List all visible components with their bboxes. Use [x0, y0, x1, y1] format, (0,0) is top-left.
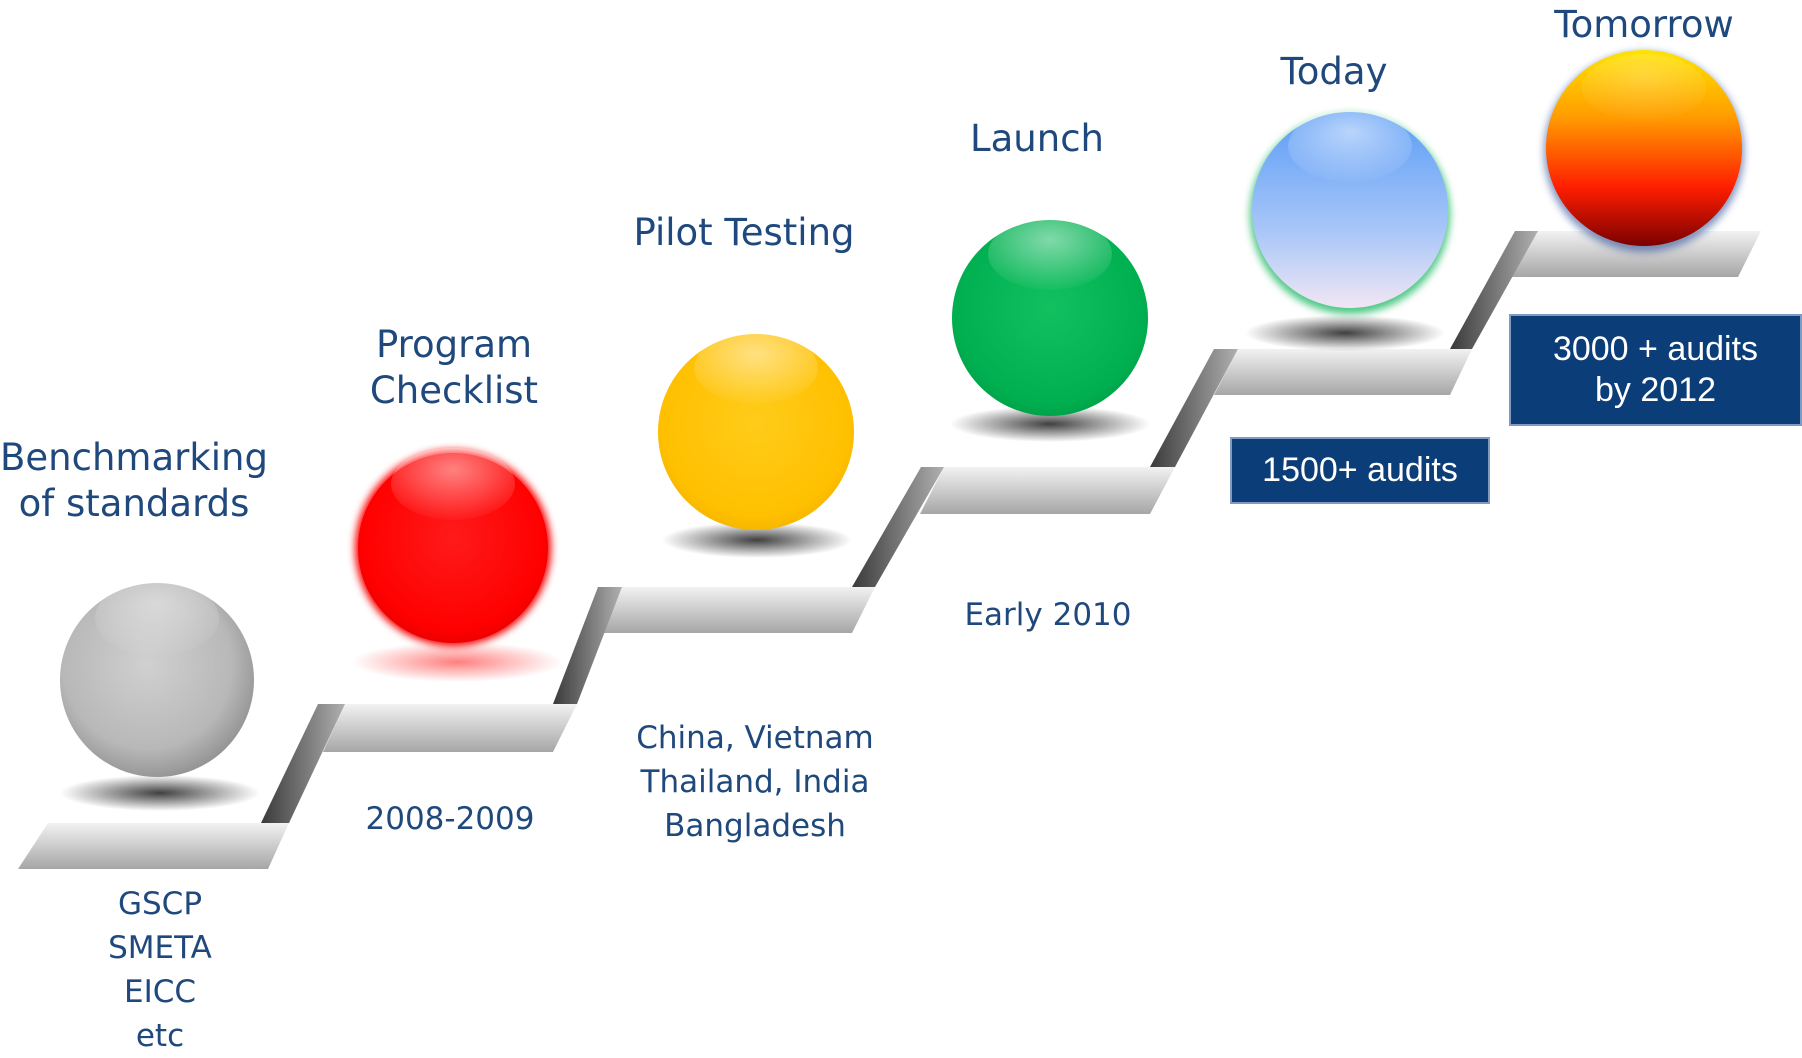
- ball-today: [1250, 110, 1450, 314]
- stage-note-launch: Early 2010: [964, 597, 1132, 633]
- stage-title-launch: Launch: [970, 117, 1104, 160]
- stage-title-today: Today: [1280, 50, 1388, 93]
- ball-pilot-testing: [658, 332, 854, 530]
- ball-benchmarking: [60, 580, 254, 777]
- stair-risers: [261, 231, 1538, 823]
- stage-note-tomorrow: 3000 + audits by 2012: [1509, 314, 1802, 426]
- stair-treads: [18, 231, 1761, 869]
- stage-note-today: 1500+ audits: [1230, 437, 1490, 504]
- stage-note-program-checklist: 2008-2009: [365, 801, 535, 837]
- ball-launch: [952, 218, 1148, 416]
- ball-shadows: [60, 315, 1445, 811]
- ball-tomorrow: [1544, 50, 1744, 252]
- ball-program-checklist: [355, 448, 551, 646]
- stage-note-pilot-testing: China, Vietnam Thailand, India Banglades…: [636, 720, 874, 845]
- stage-title-program-checklist: Program Checklist: [369, 323, 539, 413]
- stage-note-benchmarking: GSCP SMETA EICC etc: [108, 886, 212, 1055]
- stage-title-benchmarking: Benchmarking of standards: [0, 436, 268, 526]
- stage-title-tomorrow: Tomorrow: [1554, 3, 1734, 46]
- stage-title-pilot-testing: Pilot Testing: [633, 211, 855, 254]
